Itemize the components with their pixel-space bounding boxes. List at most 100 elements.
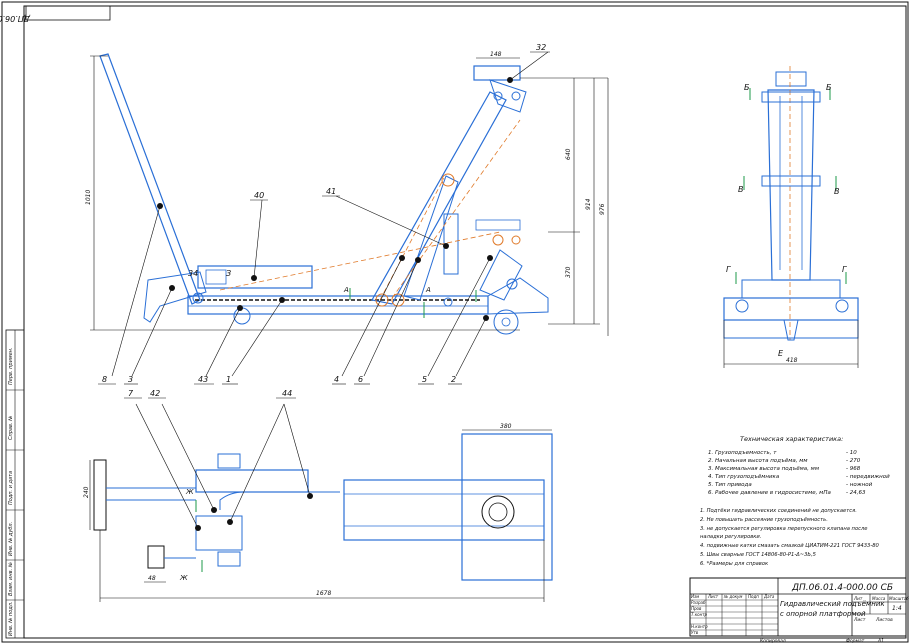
note-4: 4. подвижные катки смазать смазкой ЦИАТИ…: [700, 543, 879, 549]
callout-34: 34: [188, 269, 198, 278]
spec-row-4-label: 4. Тип грузоподъёмника: [708, 474, 780, 480]
title-col-scale: Масштаб: [889, 596, 909, 601]
note-3b: наладки регулировки.: [700, 534, 761, 540]
top-frame: [343, 479, 545, 541]
left-strip: Перв. примен. Справ. № Подп. и дата Инв.…: [5, 329, 25, 639]
top-platform-plan: [461, 433, 553, 581]
title-copy: Копировал: [760, 638, 786, 644]
tb-razrab: Разраб: [691, 600, 706, 605]
callout-1: 1: [226, 375, 231, 384]
tb-prov: Пров: [691, 606, 702, 611]
callout-32: 32: [536, 43, 546, 52]
spec-row-1-label: 1. Грузоподъемность, т: [708, 450, 777, 456]
front-bracket: [487, 277, 549, 315]
section-zh-bottom: Ж: [179, 574, 188, 582]
title-block: [689, 577, 907, 637]
callout-8: 8: [102, 375, 107, 384]
callout-42: 42: [150, 389, 160, 398]
title-col-mass: Масса: [872, 596, 886, 601]
foot-pedal: [143, 271, 207, 323]
tb-nkontr: Н.контр: [691, 624, 708, 629]
top-stamp-text: ДП.06.01.4-000.00 СБ: [0, 14, 31, 23]
dim-640: 640: [565, 148, 572, 160]
front-top-platform: [775, 71, 807, 87]
section-a-right: А: [425, 286, 431, 294]
title-sheets: Листов: [875, 617, 893, 623]
strip-inv-dubl: Инв. № дубл.: [8, 522, 14, 556]
strip-vzam: Взам. инв. №: [8, 562, 14, 596]
spec-row-6-value: - 24,63: [846, 490, 866, 496]
dim-1678: 1678: [316, 590, 331, 597]
technical-notes: 1. Подтёки гидравлических соединений не …: [700, 508, 879, 567]
callout-4: 4: [334, 375, 339, 384]
dim-914: 914: [585, 198, 592, 210]
callout-6: 6: [358, 375, 363, 384]
dim-976: 976: [599, 203, 606, 215]
note-3: 3. не допускается регулировка перепускно…: [700, 526, 867, 532]
front-view: [723, 66, 859, 368]
tb-doc: № докум: [723, 594, 742, 599]
strip-sprav: Справ. №: [8, 416, 14, 440]
dim-380: 380: [500, 423, 512, 430]
note-6: 6. *Размеры для справок: [700, 561, 769, 567]
dim-370: 370: [565, 266, 572, 278]
section-v-left: В: [738, 185, 744, 194]
note-2: 2. Не повышать рассеяние грузоподъёмност…: [700, 517, 828, 523]
side-view-callouts: [98, 51, 550, 385]
spec-title: Техническая характеристика:: [740, 435, 843, 443]
strip-podp: Подп. и дата: [8, 471, 14, 505]
dim-148: 148: [490, 51, 502, 58]
tb-sign: Подп: [748, 594, 759, 599]
tb-izm: Изм: [691, 594, 699, 599]
callout-3: 3: [128, 375, 133, 384]
callout-2: 2: [451, 375, 456, 384]
note-1: 1. Подтёки гидравлических соединений не …: [700, 508, 857, 514]
side-view: [99, 53, 549, 335]
title-name-line1: Гидравлический подъёмник: [780, 600, 885, 608]
strip-inv-podl: Инв. № подл.: [8, 602, 14, 637]
top-view: [93, 433, 553, 581]
section-e: Е: [778, 349, 784, 358]
title-col-lit: Лит: [853, 596, 863, 601]
section-z: З: [226, 269, 231, 278]
section-g-left: Г: [726, 265, 731, 274]
lift-arm-inner: [403, 175, 459, 301]
spec-row-1-value: - 10: [846, 450, 857, 456]
title-scale: 1:4: [892, 605, 902, 612]
section-v-right: В: [834, 187, 840, 196]
callout-41: 41: [326, 187, 336, 196]
side-view-callout-dots: [157, 77, 513, 321]
title-block-code: ДП.06.01.4-000.00 СБ: [791, 583, 893, 593]
technical-specs: Техническая характеристика: 1. Грузоподъ…: [708, 435, 890, 496]
dim-1010: 1010: [85, 190, 92, 205]
inner-frame: [23, 5, 907, 639]
spec-row-5-label: 5. Тип привода: [708, 482, 752, 488]
spec-row-3-value: - 968: [846, 466, 861, 472]
callout-40: 40: [254, 191, 264, 200]
note-5: 5. Швы сварные ГОСТ 14806-80-Р1-Δ~3Ь,5: [700, 552, 817, 558]
title-format: Формат: [846, 638, 865, 644]
title-sheet: Лист: [853, 617, 866, 623]
section-zh-top: Ж: [185, 488, 194, 496]
front-wheel: [493, 309, 519, 335]
tb-date: Дата: [763, 594, 775, 599]
handle-bar: [99, 53, 201, 305]
spec-row-2-value: - 270: [846, 458, 861, 464]
side-view-dimensions: 1010 148 640 914 976 370: [85, 51, 609, 336]
spec-row-4-value: - передвижной: [846, 474, 890, 480]
section-b-left: Б: [744, 83, 750, 92]
spec-row-6-label: 6. Рабочее давление в гидросистеме, мПа: [708, 490, 831, 496]
tb-list: Лист: [707, 594, 719, 599]
top-view-callouts: [124, 397, 311, 529]
section-g-right: Г: [842, 265, 847, 274]
title-format-val: А1: [877, 638, 884, 644]
lift-arm-main: [371, 91, 507, 305]
callout-43: 43: [198, 375, 208, 384]
dim-48: 48: [148, 575, 156, 582]
top-stamp: ДП.06.01.4-000.00 СБ: [0, 5, 111, 23]
tb-utv: Утв: [691, 630, 699, 635]
tb-tkontr: Т.контр: [691, 612, 708, 617]
section-a-left: А: [343, 286, 349, 294]
